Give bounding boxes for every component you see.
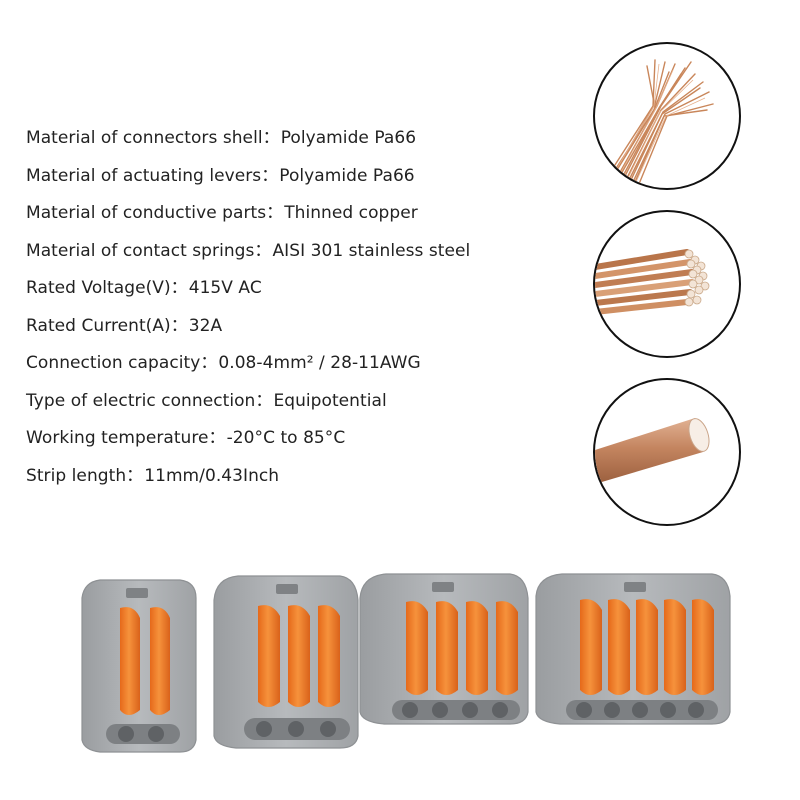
spec-row: Working temperature：-20°C to 85°C <box>26 420 470 458</box>
spec-separator: ： <box>170 278 188 298</box>
spec-value: -20°C to 85°C <box>226 428 346 448</box>
connector-5-lever <box>535 573 731 725</box>
spec-label: Material of connectors shell <box>26 128 263 148</box>
spec-separator: ： <box>266 203 284 223</box>
spec-separator: ： <box>254 240 272 261</box>
spec-row: Rated Current(A)：32A <box>26 308 470 346</box>
connector-4-lever <box>359 573 529 725</box>
spec-label: Strip length <box>26 465 127 486</box>
spec-value: Equipotential <box>273 390 387 411</box>
spec-value: 32A <box>188 315 223 336</box>
spec-value: 415V AC <box>188 278 262 298</box>
spec-row: Connection capacity：0.08-4mm² / 28-11AWG <box>26 345 470 383</box>
spec-separator: ： <box>126 465 144 486</box>
spec-value: 0.08-4mm² / 28-11AWG <box>218 353 421 373</box>
spec-value: Thinned copper <box>284 203 418 223</box>
spec-row: Type of electric connection：Equipotentia… <box>26 383 470 421</box>
spec-value: AISI 301 stainless steel <box>272 240 471 261</box>
connector-3-lever <box>213 575 359 749</box>
spec-value: Polyamide Pa66 <box>280 128 417 148</box>
spec-separator: ： <box>255 390 273 411</box>
spec-row: Material of conductive parts：Thinned cop… <box>26 195 470 233</box>
spec-row: Material of connectors shell：Polyamide P… <box>26 120 470 158</box>
spec-label: Connection capacity <box>26 353 201 373</box>
connectors-illustration <box>81 573 731 753</box>
solid-copper-wire-icon <box>593 378 741 526</box>
spec-row: Rated Voltage(V)：415V AC <box>26 270 470 308</box>
spec-label: Type of electric connection <box>26 390 256 411</box>
connector-2-lever <box>81 579 197 753</box>
frayed-copper-strands-icon <box>593 42 741 190</box>
spec-separator: ： <box>262 128 280 148</box>
spec-value: Polyamide Pa66 <box>279 165 415 186</box>
spec-separator: ： <box>170 315 188 336</box>
spec-separator: ： <box>208 428 226 448</box>
spec-label: Material of contact springs <box>26 240 255 261</box>
spec-label: Material of conductive parts <box>26 203 267 223</box>
spec-row: Material of contact springs：AISI 301 sta… <box>26 233 470 271</box>
spec-value: 11mm/0.43Inch <box>144 465 280 486</box>
spec-row: Strip length：11mm/0.43Inch <box>26 458 470 496</box>
spec-label: Rated Voltage(V) <box>26 278 171 298</box>
spec-list: Material of connectors shell：Polyamide P… <box>26 120 470 495</box>
spec-row: Material of actuating levers：Polyamide P… <box>26 158 470 196</box>
spec-separator: ： <box>200 353 218 373</box>
spec-separator: ： <box>261 165 279 186</box>
spec-label: Material of actuating levers <box>26 165 262 186</box>
bundled-copper-strands-icon <box>593 210 741 358</box>
spec-label: Working temperature <box>26 428 209 448</box>
spec-label: Rated Current(A) <box>26 315 171 336</box>
